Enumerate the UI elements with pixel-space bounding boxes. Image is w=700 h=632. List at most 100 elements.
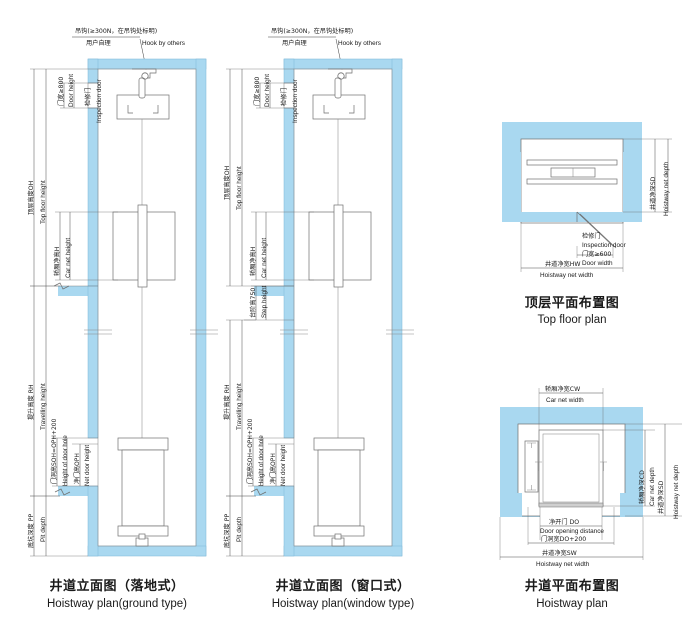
dim-car-net-depth-hoistwayplan: 轿厢净深CD Car net depth	[603, 429, 656, 507]
hoistway-plan-car-door-sill	[538, 502, 604, 508]
top-plan-guide-rail-2	[526, 178, 618, 185]
label-cw-cn: 轿厢净宽CW	[545, 385, 580, 393]
label-inspection-door-en-topplan: Inspection door	[582, 242, 627, 249]
label-oh-cn-left: 顶层高度OH	[27, 180, 35, 215]
counterweight-left	[117, 437, 169, 547]
dim-car-net-height-middle: 轿厢净高H Car net height	[249, 211, 314, 281]
label-inspection-door-en-mid: Inspection door	[292, 78, 299, 123]
dim-hoistway-net-width-topplan: 井道净宽HW Hoistway net width	[520, 222, 624, 279]
label-sd-en-hoistwayplan: Hoistway net depth	[673, 464, 680, 519]
label-door-hole-width-cn: 门洞宽DO+200	[541, 535, 586, 543]
label-inspection-door-cn-mid: 检修门	[280, 87, 288, 106]
top-plan-inspection-door: 检修门 Inspection door 门宽≥600 Door width	[576, 211, 627, 267]
label-rh-cn-left: 提升高度 RH	[27, 384, 35, 420]
ceiling-hook-left	[132, 68, 157, 80]
caption-0-cn: 井道立面图（落地式）	[49, 578, 184, 594]
label-door-width-en-topplan: Door width	[582, 260, 613, 267]
dim-pit-depth-left: 底坑深度 PP Pit depth	[27, 488, 88, 557]
caption-1-cn: 井道立面图（窗口式）	[275, 578, 410, 594]
top-plan-left-pilaster	[502, 152, 521, 188]
label-sw-en: Hoistway net width	[536, 561, 590, 568]
label-inspection-door-cn-topplan: 检修门	[582, 232, 601, 240]
label-door-hole-en-left: Height of door hole	[63, 435, 69, 486]
dim-car-net-height-left: 轿厢净高H Car net height	[53, 211, 118, 281]
caption-2-cn: 顶层平面布置图	[525, 295, 620, 311]
car-upper-middle	[308, 204, 372, 440]
label-sd-en-topplan: Hoistway net depth	[663, 161, 670, 216]
elevation-window-type: 吊钩(≥300N，在吊钩处标明) 用户自理 Hook by others	[223, 27, 414, 557]
label-do-en: Door opening distance	[540, 528, 604, 535]
label-pp-en-mid: Pit depth	[236, 516, 243, 542]
label-sd-cn-topplan: 井道净深SD	[649, 176, 657, 210]
label-sw-cn: 井道净宽SW	[542, 549, 577, 557]
label-net-door-height-en-left: Net door height	[85, 445, 91, 486]
caption-0-en: Hoistway plan(ground type)	[47, 598, 187, 610]
break-marks-middle	[280, 329, 414, 335]
ceiling-hook-middle	[328, 68, 353, 80]
dim-top-floor-height-left: 顶层高度OH Top floor height	[27, 68, 98, 287]
label-pp-en-left: Pit depth	[40, 516, 47, 542]
label-car-net-height-en-mid: Car net height	[261, 238, 268, 278]
label-step-height-cn-mid: 台阶高750	[249, 288, 257, 318]
label-inspection-door-cn-left: 检修门	[84, 87, 92, 106]
label-step-height-en-mid: Step height	[261, 285, 268, 318]
label-oh-en-left: Top floor height	[40, 180, 47, 224]
car-upper-left	[112, 204, 176, 440]
label-inspection-door-en-left: Inspection door	[96, 78, 103, 123]
captions: 井道立面图（落地式） Hoistway plan(ground type) 井道…	[47, 295, 619, 610]
label-rh-en-mid: Travelling height	[236, 383, 243, 430]
label-car-net-height-cn-mid: 轿厢净高H	[249, 246, 257, 276]
break-marks-left	[84, 329, 218, 335]
traction-machine-middle	[312, 77, 366, 230]
dim-hoistway-net-depth-topplan: 井道净深SD Hoistway net depth	[623, 138, 672, 216]
label-door-height-left: Door height	[68, 74, 75, 107]
label-door-width-cn-topplan: 门宽≥600	[582, 250, 611, 258]
dim-door-hole-middle: 门洞高SOH=OPH+200 Height of door hole 净门高OP…	[246, 418, 294, 487]
label-hw-en-topplan: Hoistway net width	[540, 272, 594, 279]
inspection-door-left: 门宽≥800 Door height 检修门 Inspection door	[57, 74, 103, 123]
dim-door-opening-hoistwayplan: 净开门 DO Door opening distance 门洞宽DO+200	[527, 507, 615, 545]
hook-note-cn-line2-mid: 用户自理	[282, 39, 307, 47]
top-plan-guide-rail-1	[526, 159, 618, 166]
label-cw-en: Car net width	[546, 397, 584, 404]
hoistway-plan-counterweight	[524, 440, 539, 493]
top-plan-right-pilaster	[623, 152, 642, 188]
elevation-ground-type: 吊钩(≥300N，在吊钩处标明) 用户自理 Hook by others	[27, 27, 218, 557]
label-car-net-height-en-left: Car net height	[65, 238, 72, 278]
inspection-door-middle: 门宽≥800 Door height 检修门 Inspection door	[253, 74, 299, 123]
label-oh-cn-mid: 顶层高度OH	[223, 165, 231, 200]
label-net-door-height-cn-mid: 净门高OPH	[269, 453, 277, 484]
top-floor-plan: 检修门 Inspection door 门宽≥600 Door width 井道…	[502, 122, 672, 279]
label-rh-en-left: Travelling height	[40, 383, 47, 430]
label-pp-cn-left: 底坑深度 PP	[27, 514, 35, 548]
dim-hoistway-net-depth-hoistwayplan: 井道净深SD Hoistway net depth	[625, 423, 682, 519]
dim-car-net-width-hoistwayplan: 轿厢净宽CW Car net width	[538, 385, 604, 430]
dim-pit-depth-middle: 底坑深度 PP Pit depth	[223, 488, 284, 557]
label-door-hole-cn-mid: 门洞高SOH=OPH+200	[246, 418, 254, 484]
hook-note-en-mid: Hook by others	[338, 40, 381, 47]
dim-travelling-height-left: 提升高度 RH Travelling height	[27, 282, 70, 497]
label-rh-cn-mid: 提升高度 RH	[223, 384, 231, 420]
hook-note-cn-line1-mid: 吊钩(≥300N，在吊钩处标明)	[271, 27, 353, 35]
hook-note-cn-line2: 用户自理	[86, 39, 111, 47]
label-door-width-mid: 门宽≥800	[253, 77, 261, 106]
label-door-hole-cn-left: 门洞高SOH=OPH+200	[50, 418, 58, 484]
label-car-net-height-cn-left: 轿厢净高H	[53, 246, 61, 276]
hook-note-cn-line1: 吊钩(≥300N，在吊钩处标明)	[75, 27, 157, 35]
hook-note-en: Hook by others	[142, 40, 185, 47]
caption-2-en: Top floor plan	[537, 314, 606, 326]
caption-3-cn: 井道平面布置图	[525, 578, 620, 594]
label-hw-cn-topplan: 井道净宽HW	[545, 260, 581, 268]
label-do-cn: 净开门 DO	[549, 518, 579, 526]
label-cd-en: Car net depth	[649, 467, 656, 506]
hoistway-plan-car-inner	[542, 433, 600, 503]
dim-hoistway-net-width-hoistwayplan: 井道净宽SW Hoistway net width	[499, 517, 644, 568]
label-pp-cn-mid: 底坑深度 PP	[223, 514, 231, 548]
label-door-height-mid: Door height	[264, 74, 271, 107]
label-sd-cn-hoistwayplan: 井道净深SD	[657, 480, 665, 514]
label-door-hole-en-mid: Height of door hole	[259, 435, 265, 486]
label-net-door-height-en-mid: Net door height	[281, 445, 287, 486]
dim-door-hole-left: 门洞高SOH=OPH+200 Height of door hole 净门高OP…	[50, 418, 98, 487]
